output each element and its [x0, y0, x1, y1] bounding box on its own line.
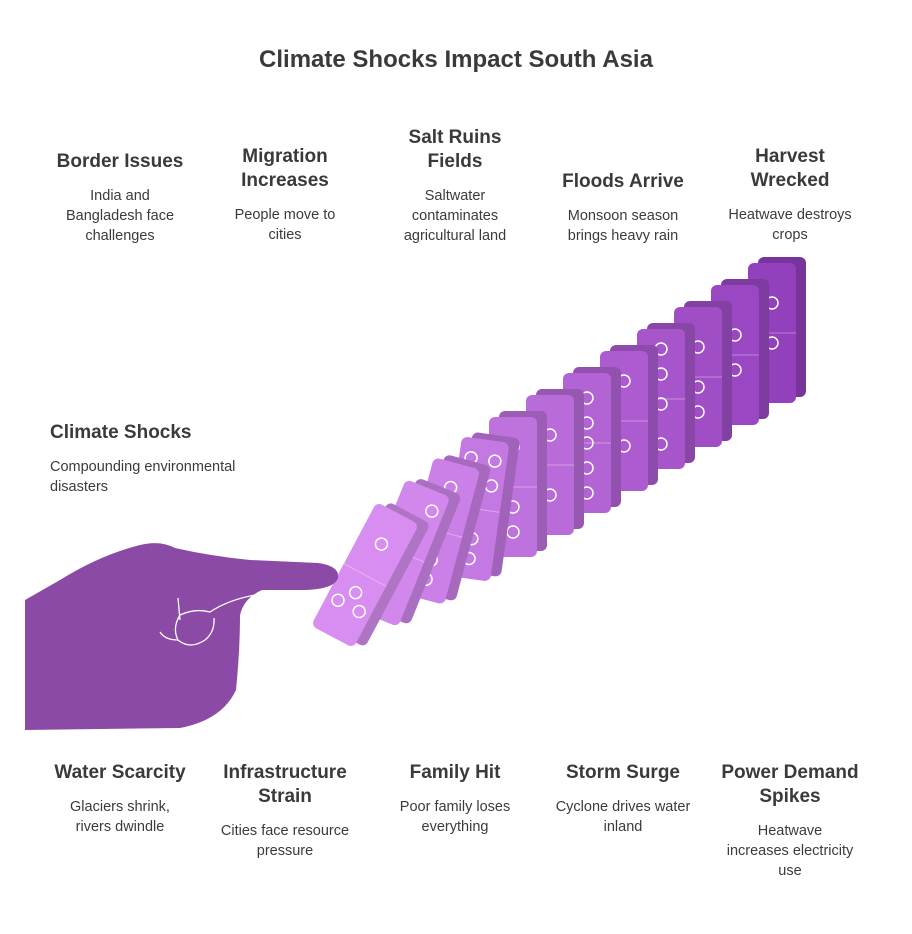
page-title: Climate Shocks Impact South Asia [259, 46, 653, 73]
item-title: Salt Ruins Fields [408, 127, 502, 172]
item-storm-surge: Storm Surge Cyclone drives water inland [548, 761, 698, 837]
item-title: Climate Shocks [50, 422, 192, 443]
item-title: Power Demand Spikes [721, 762, 859, 807]
domino-pip [331, 593, 345, 608]
item-power-demand: Power Demand Spikes Heatwave increases e… [715, 761, 865, 881]
item-title: Migration Increases [241, 146, 329, 191]
item-desc: Saltwater contaminates agricultural land [403, 188, 507, 244]
item-title: Water Scarcity [54, 762, 186, 783]
domino [313, 503, 429, 646]
hand-icon [25, 543, 339, 730]
item-infrastructure: Infrastructure Strain Cities face resour… [210, 761, 360, 861]
item-desc: Glaciers shrink, rivers dwindle [70, 799, 170, 835]
item-title: Floods Arrive [562, 171, 684, 192]
item-desc: Monsoon season brings heavy rain [567, 208, 679, 244]
domino-pip [348, 585, 363, 600]
item-title: Border Issues [56, 151, 184, 172]
item-water-scarcity: Water Scarcity Glaciers shrink, rivers d… [45, 761, 195, 837]
item-title: Family Hit [409, 762, 501, 783]
item-desc: Heatwave increases electricity use [726, 823, 854, 879]
item-desc: India and Bangladesh face challenges [65, 188, 175, 244]
item-desc: Cities face resource pressure [220, 823, 350, 859]
domino-chain [313, 257, 806, 646]
item-floods: Floods Arrive Monsoon season brings heav… [548, 170, 698, 246]
item-title: Infrastructure Strain [223, 762, 347, 807]
item-desc: People move to cities [234, 207, 336, 243]
domino-pip [425, 504, 439, 518]
domino-pip [488, 454, 502, 468]
item-family-hit: Family Hit Poor family loses everything [380, 761, 530, 837]
domino-pip [374, 537, 389, 551]
item-salt-ruins: Salt Ruins Fields Saltwater contaminates… [380, 126, 530, 246]
item-harvest: Harvest Wrecked Heatwave destroys crops [715, 145, 865, 245]
item-desc: Compounding environmental disasters [50, 459, 236, 495]
item-desc: Poor family loses everything [399, 799, 511, 835]
item-migration: Migration Increases People move to citie… [210, 145, 360, 245]
item-climate-shocks: Climate Shocks Compounding environmental… [50, 421, 290, 497]
item-title: Storm Surge [565, 762, 681, 783]
item-title: Harvest Wrecked [750, 146, 830, 191]
item-desc: Heatwave destroys crops [728, 207, 852, 243]
item-desc: Cyclone drives water inland [555, 799, 691, 835]
domino-pip [352, 604, 366, 619]
item-border-issues: Border Issues India and Bangladesh face … [45, 150, 195, 246]
